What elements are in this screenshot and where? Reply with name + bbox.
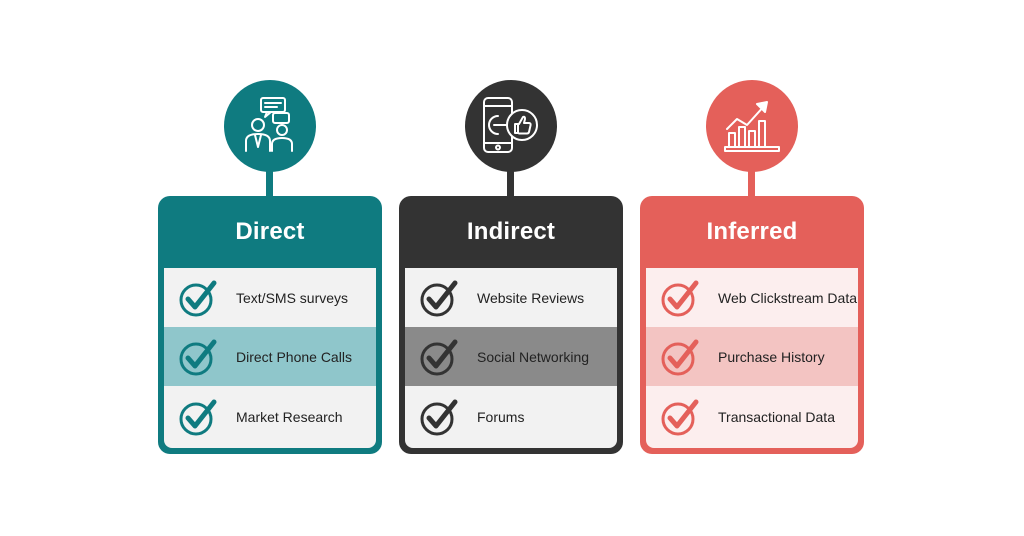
list-item-label: Purchase History [718, 348, 825, 365]
indirect-connector [507, 170, 514, 198]
list-item: Website Reviews [405, 268, 617, 327]
inferred-connector [748, 170, 755, 198]
smartphone-thumbs-up-icon [483, 97, 538, 153]
list-item-label: Direct Phone Calls [236, 348, 352, 365]
indirect-list: Website Reviews Social Networking Forums [405, 268, 617, 448]
growth-chart-icon [724, 101, 780, 152]
list-item: Forums [405, 386, 617, 448]
checkmark-icon [661, 339, 699, 375]
list-item-label: Text/SMS surveys [236, 289, 349, 306]
inferred-list: Web Clickstream Data Purchase History Tr… [646, 268, 858, 448]
list-item-label: Social Networking [477, 348, 590, 365]
checkmark-icon [179, 280, 217, 316]
list-item: Web Clickstream Data [646, 268, 858, 327]
checkmark-icon [179, 399, 217, 436]
indirect-card: Indirect Website Reviews Social Networki… [399, 196, 623, 454]
column-inferred: Inferred Web Clickstream Data Purchase H… [640, 80, 864, 454]
direct-connector [266, 170, 273, 198]
column-direct: Direct Text/SMS surveys Direct Phone Cal… [158, 80, 382, 454]
list-item-label: Market Research [236, 409, 343, 425]
list-item: Text/SMS surveys [164, 268, 376, 327]
list-item: Social Networking [405, 327, 617, 386]
direct-card: Direct Text/SMS surveys Direct Phone Cal… [158, 196, 382, 454]
list-item-label: Website Reviews [477, 289, 585, 306]
column-indirect: Indirect Website Reviews Social Networki… [399, 80, 623, 454]
list-item-label: Web Clickstream Data [718, 289, 858, 306]
checkmark-icon [179, 339, 217, 375]
checkmark-icon [420, 280, 458, 316]
checkmark-icon [661, 280, 699, 316]
checkmark-icon [420, 399, 458, 436]
checkmark-icon [420, 339, 458, 375]
list-item: Purchase History [646, 327, 858, 386]
people-chat-icon [245, 97, 293, 152]
inferred-icon-circle [706, 80, 798, 172]
list-item-label: Transactional Data [718, 409, 835, 425]
indirect-icon-circle [465, 80, 557, 172]
list-item: Market Research [164, 386, 376, 448]
direct-list: Text/SMS surveys Direct Phone Calls Mark… [164, 268, 376, 448]
inferred-card: Inferred Web Clickstream Data Purchase H… [640, 196, 864, 454]
list-item: Direct Phone Calls [164, 327, 376, 386]
inferred-title: Inferred [706, 218, 798, 245]
list-item-label: Forums [477, 409, 525, 425]
list-item: Transactional Data [646, 386, 858, 448]
checkmark-icon [661, 399, 699, 436]
indirect-title: Indirect [466, 218, 556, 245]
direct-title: Direct [235, 218, 305, 245]
direct-icon-circle [224, 80, 316, 172]
